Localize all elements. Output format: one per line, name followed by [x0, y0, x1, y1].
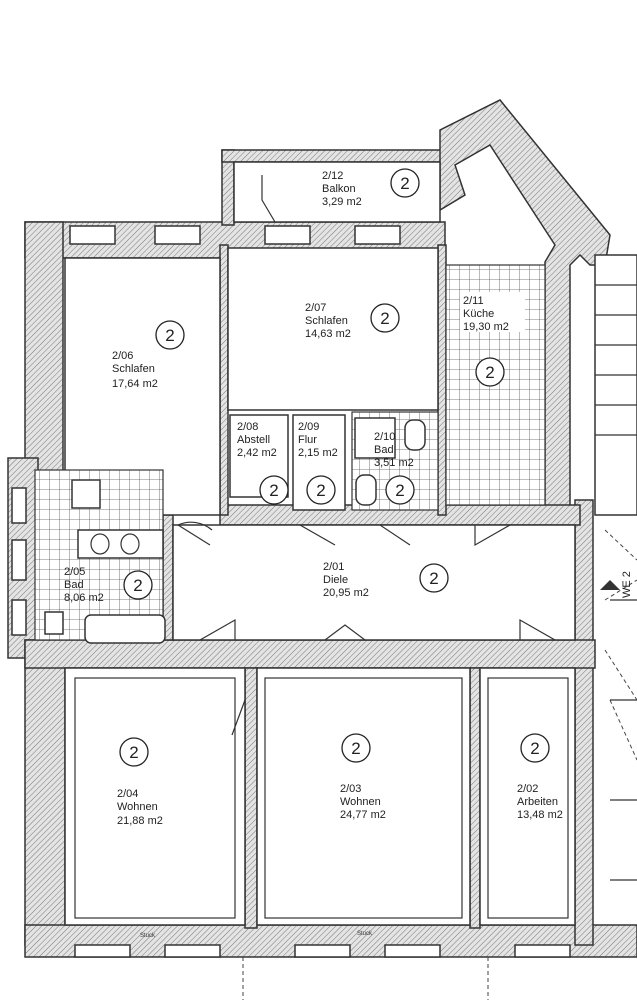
svg-text:Küche: Küche [463, 308, 494, 320]
svg-text:2/04: 2/04 [117, 788, 138, 800]
svg-text:Balkon: Balkon [322, 183, 356, 195]
sinks [77, 529, 164, 559]
svg-text:2: 2 [133, 576, 142, 595]
svg-text:2: 2 [400, 174, 409, 193]
shower [354, 417, 396, 459]
doors [177, 175, 556, 736]
stuck-label: Stuck [140, 933, 156, 939]
svg-text:3,51 m2: 3,51 m2 [374, 457, 414, 469]
room-2-07-bedroom[interactable] [227, 247, 439, 411]
stuck-label: Stuck [357, 931, 373, 937]
toilet [44, 419, 426, 635]
svg-text:2: 2 [429, 569, 438, 588]
svg-text:2: 2 [380, 309, 389, 328]
svg-text:Flur: Flur [298, 434, 317, 446]
svg-text:2,15 m2: 2,15 m2 [298, 447, 338, 459]
svg-text:Bad: Bad [64, 579, 84, 591]
svg-text:3,29 m2: 3,29 m2 [322, 196, 362, 208]
svg-text:2/12: 2/12 [322, 170, 343, 182]
svg-text:2: 2 [485, 363, 494, 382]
svg-text:13,48 m2: 13,48 m2 [517, 809, 563, 821]
svg-text:2/11: 2/11 [463, 295, 484, 307]
svg-text:2/03: 2/03 [340, 783, 361, 795]
room-2-01-hall[interactable] [172, 524, 576, 641]
svg-text:2/05: 2/05 [64, 566, 85, 578]
windows [11, 225, 571, 958]
room-2-04-living[interactable] [64, 667, 246, 926]
svg-text:2/01: 2/01 [323, 561, 344, 573]
svg-text:2: 2 [351, 739, 360, 758]
svg-text:Schlafen: Schlafen [305, 315, 348, 327]
svg-text:Wohnen: Wohnen [340, 796, 381, 808]
exterior-walls [7, 99, 637, 958]
svg-text:17,64 m2: 17,64 m2 [112, 378, 158, 390]
staircase [594, 254, 637, 881]
svg-text:2: 2 [316, 481, 325, 500]
svg-text:2: 2 [530, 739, 539, 758]
svg-text:2/06: 2/06 [112, 350, 133, 362]
entrance-marker: WE 2 [600, 571, 633, 598]
svg-text:2/10: 2/10 [374, 431, 395, 443]
svg-text:2/07: 2/07 [305, 302, 326, 314]
svg-text:2: 2 [395, 481, 404, 500]
unit-circle [390, 168, 420, 198]
svg-text:2: 2 [129, 743, 138, 762]
bathtub [84, 614, 166, 644]
svg-text:14,63 m2: 14,63 m2 [305, 328, 351, 340]
svg-text:Bad: Bad [374, 444, 394, 456]
svg-text:8,06 m2: 8,06 m2 [64, 592, 104, 604]
svg-text:Arbeiten: Arbeiten [517, 796, 558, 808]
svg-text:WE 2: WE 2 [621, 571, 633, 598]
svg-text:21,88 m2: 21,88 m2 [117, 815, 163, 827]
svg-text:2/08: 2/08 [237, 421, 258, 433]
svg-text:20,95 m2: 20,95 m2 [323, 587, 369, 599]
room-2-02-study[interactable] [479, 667, 576, 926]
svg-text:19,30 m2: 19,30 m2 [463, 321, 509, 333]
svg-text:Schlafen: Schlafen [112, 363, 155, 375]
svg-text:2,42 m2: 2,42 m2 [237, 447, 277, 459]
svg-text:2/02: 2/02 [517, 783, 538, 795]
svg-text:2/09: 2/09 [298, 421, 319, 433]
svg-text:24,77 m2: 24,77 m2 [340, 809, 386, 821]
room-2-03-living[interactable] [256, 667, 471, 926]
svg-text:Abstell: Abstell [237, 434, 270, 446]
svg-text:2: 2 [165, 326, 174, 345]
svg-text:2: 2 [269, 481, 278, 500]
svg-text:Diele: Diele [323, 574, 348, 586]
svg-text:Wohnen: Wohnen [117, 801, 158, 813]
